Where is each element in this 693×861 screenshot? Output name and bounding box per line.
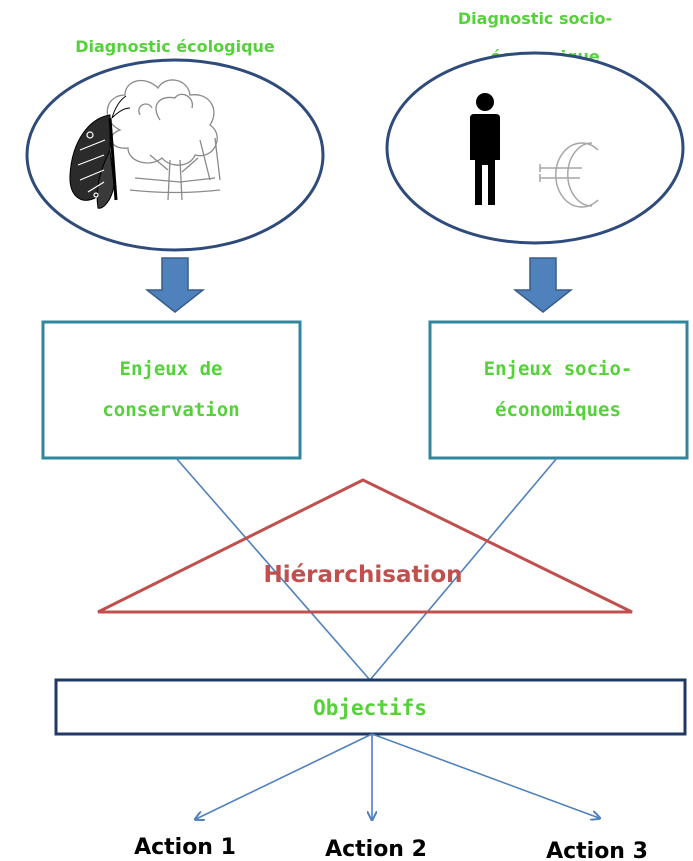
butterfly-icon: [69, 95, 131, 209]
action-1-arrow: [196, 733, 373, 819]
ecological-diagnostic-title: Diagnostic écologique: [75, 37, 275, 56]
action-3-label: Action 3: [546, 839, 648, 861]
enjeux-socio-label-line1: Enjeux socio-: [484, 358, 633, 380]
tree-icon: [106, 79, 221, 201]
action-1-label: Action 1: [134, 835, 236, 860]
enjeux-conservation-label-line2: conservation: [102, 399, 239, 421]
euro-icon: [539, 142, 599, 208]
socio-diagnostic-title-line1: Diagnostic socio-: [458, 9, 612, 28]
ecological-down-arrow: [144, 257, 206, 313]
enjeux-conservation-label-line1: Enjeux de: [120, 358, 223, 380]
socio-diagnostic-ellipse: [385, 51, 685, 245]
action-3-arrow: [371, 733, 599, 818]
person-icon: [470, 93, 500, 205]
action-2-label: Action 2: [325, 837, 427, 861]
conservation-to-objectifs-line: [175, 457, 371, 681]
ecological-diagnostic-ellipse: [25, 58, 325, 252]
enjeux-conservation-box: [41, 320, 302, 460]
hierarchisation-label: Hiérarchisation: [263, 562, 462, 588]
enjeux-socio-box: [428, 320, 689, 460]
enjeux-socio-label-line2: économiques: [495, 399, 621, 421]
objectifs-label: Objectifs: [313, 696, 427, 720]
hierarchisation-triangle: [97, 478, 633, 614]
socio-down-arrow: [512, 257, 574, 313]
socio-to-objectifs-line: [369, 457, 558, 681]
objectifs-box: [54, 678, 687, 736]
